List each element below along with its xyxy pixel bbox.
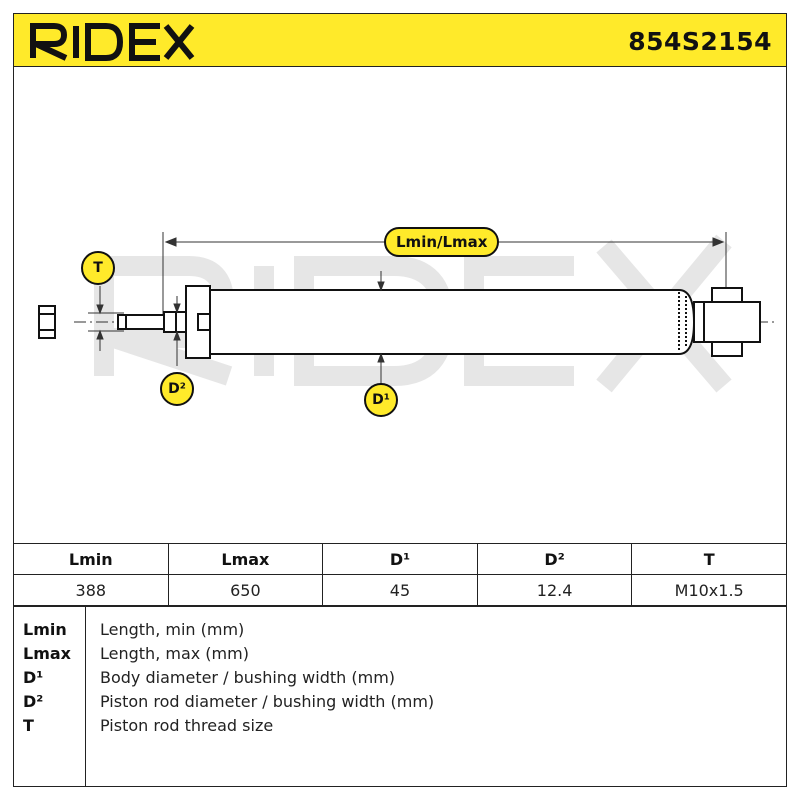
thread-callout: T <box>81 251 115 285</box>
legend-key: T <box>23 716 34 735</box>
bottom-bushing <box>703 287 761 357</box>
thread-dimension <box>88 286 124 351</box>
spec-value-lmin: 388 <box>13 574 169 606</box>
legend-item: T Piston rod thread size <box>14 716 786 740</box>
nut <box>38 305 56 339</box>
rod-diameter-callout: D² <box>160 372 194 406</box>
spec-header-d1: D¹ <box>322 543 478 575</box>
legend-divider <box>85 607 86 786</box>
shock-absorber-drawing <box>38 232 774 393</box>
spec-value-d2: 12.4 <box>476 574 633 606</box>
spec-value-lmax: 650 <box>167 574 324 606</box>
spec-header-t: T <box>631 543 787 575</box>
legend-key: D¹ <box>23 668 44 687</box>
legend-desc: Body diameter / bushing width (mm) <box>100 668 396 687</box>
part-number: 854S2154 <box>628 27 772 56</box>
spec-header-d2: D² <box>476 543 633 575</box>
legend-desc: Piston rod thread size <box>100 716 274 735</box>
damper-body <box>185 285 705 359</box>
legend-item: D¹ Body diameter / bushing width (mm) <box>14 668 786 692</box>
legend-desc: Length, max (mm) <box>100 644 249 663</box>
legend-item: Lmin Length, min (mm) <box>14 620 786 644</box>
body-diameter-dimension <box>377 271 385 384</box>
legend-key: Lmin <box>23 620 67 639</box>
length-callout: Lmin/Lmax <box>384 227 500 257</box>
legend: Lmin Length, min (mm) Lmax Length, max (… <box>13 606 787 787</box>
legend-desc: Length, min (mm) <box>100 620 245 639</box>
ridex-logo <box>30 23 195 61</box>
technical-drawing: Lmin/Lmax T D² D¹ <box>13 66 787 544</box>
spec-header-lmin: Lmin <box>13 543 169 575</box>
spec-value-t: M10x1.5 <box>631 574 787 606</box>
body-diameter-callout: D¹ <box>364 383 398 417</box>
legend-item: Lmax Length, max (mm) <box>14 644 786 668</box>
spec-header-lmax: Lmax <box>167 543 324 575</box>
spec-table: Lmin Lmax D¹ D² T 388 650 45 12.4 M10x1.… <box>13 543 787 606</box>
spec-value-row: 388 650 45 12.4 M10x1.5 <box>13 574 787 606</box>
spec-header-row: Lmin Lmax D¹ D² T <box>13 543 787 575</box>
legend-key: Lmax <box>23 644 71 663</box>
piston-rod <box>117 311 187 333</box>
header-bar: 854S2154 <box>13 13 787 67</box>
rod-diameter-dimension <box>173 296 181 366</box>
legend-key: D² <box>23 692 44 711</box>
legend-desc: Piston rod diameter / bushing width (mm) <box>100 692 435 711</box>
spec-value-d1: 45 <box>322 574 478 606</box>
legend-item: D² Piston rod diameter / bushing width (… <box>14 692 786 716</box>
